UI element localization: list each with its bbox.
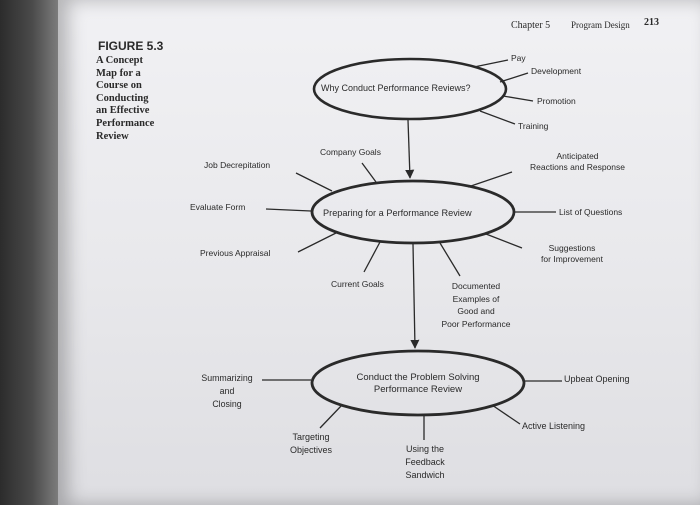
node-conduct-ellipse [310, 349, 526, 417]
spoke-job-description [295, 172, 333, 192]
spoke-evaluate-form [265, 208, 312, 212]
branch-job-description: Job Decrepitation [204, 160, 271, 170]
spoke-anticipated [467, 171, 513, 188]
connector-why-to-preparing [405, 119, 415, 179]
node-why-ellipse [312, 57, 508, 121]
branch-documented-examples: Documented Examples of Good and Poor Per… [441, 281, 511, 329]
spoke-active-listening [491, 404, 521, 425]
branch-promotion: Promotion [537, 96, 576, 106]
figure-caption: A Concept Map for a Course on Conducting… [96, 55, 155, 142]
node-conduct-label: Conduct the Problem Solving Performance … [356, 372, 480, 395]
node-why-label: Why Conduct Performance Reviews? [321, 83, 471, 93]
header-chapter: Chapter 5 [511, 20, 551, 31]
spoke-pay [473, 59, 509, 68]
branch-company-goals: Company Goals [320, 147, 381, 157]
header-section: Program Design [571, 20, 630, 30]
spoke-previous-appraisal [297, 232, 337, 253]
branch-summarizing: Summarizing and Closing [201, 373, 253, 409]
branch-suggestions: Suggestions for Improvement [541, 243, 603, 264]
book-spine-shadow [0, 0, 58, 505]
node-preparing-ellipse [310, 179, 516, 245]
branch-evaluate-form: Evaluate Form [190, 202, 246, 212]
spoke-company-goals [361, 162, 377, 183]
spoke-suggestions [485, 233, 523, 249]
branch-targeting-objectives: Targeting Objectives [289, 432, 333, 455]
spoke-promotion [502, 95, 534, 102]
node-preparing-label: Preparing for a Performance Review [323, 208, 472, 218]
branch-development: Development [531, 66, 582, 76]
branch-previous-appraisal: Previous Appraisal [200, 248, 271, 258]
connector-preparing-to-conduct [410, 243, 420, 349]
spoke-targeting [319, 404, 343, 429]
branch-active-listening: Active Listening [522, 421, 586, 431]
branch-training: Training [518, 121, 549, 131]
spoke-development [499, 72, 529, 83]
branch-upbeat-opening: Upbeat Opening [564, 374, 630, 384]
book-page [58, 0, 700, 505]
branch-feedback-sandwich: Using the Feedback Sandwich [405, 444, 445, 480]
spoke-training [479, 110, 516, 125]
spoke-documented [439, 242, 461, 277]
branch-list-of-questions: List of Questions [559, 207, 623, 217]
branch-anticipated-reactions: Anticipated Reactions and Response [530, 151, 625, 172]
branch-pay: Pay [511, 53, 526, 63]
branch-current-goals: Current Goals [331, 279, 384, 289]
figure-number: FIGURE 5.3 [98, 39, 164, 53]
spoke-current-goals [363, 241, 381, 273]
page-number: 213 [644, 17, 659, 28]
